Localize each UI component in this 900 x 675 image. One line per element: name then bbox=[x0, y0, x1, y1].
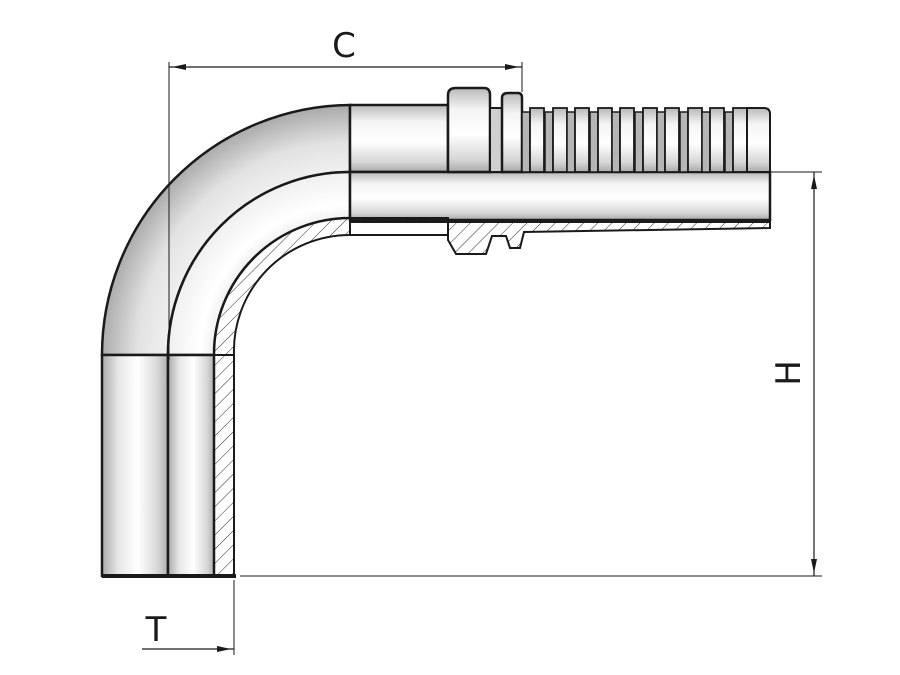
rib bbox=[732, 107, 748, 173]
dimension-t-label: T bbox=[145, 610, 167, 650]
dimension-h-label: H bbox=[769, 360, 809, 386]
rib bbox=[552, 107, 568, 173]
elbow-bend bbox=[100, 103, 352, 357]
rib bbox=[597, 107, 613, 173]
rib-groove bbox=[611, 111, 621, 173]
rib-groove bbox=[521, 111, 531, 173]
horizontal-leg bbox=[348, 103, 772, 255]
rib-groove bbox=[656, 111, 666, 173]
ribbed-tail bbox=[521, 107, 771, 173]
rib-groove bbox=[566, 111, 576, 173]
rib bbox=[664, 107, 680, 173]
collar-ring bbox=[446, 86, 524, 174]
tail-tip bbox=[746, 107, 771, 173]
rib-groove bbox=[589, 111, 599, 173]
rib bbox=[574, 107, 590, 173]
rib bbox=[619, 107, 635, 173]
dimension-c-label: C bbox=[332, 26, 356, 66]
rib bbox=[687, 107, 703, 173]
rib-groove bbox=[701, 111, 711, 173]
rib bbox=[642, 107, 658, 173]
rib bbox=[529, 107, 545, 173]
vertical-leg bbox=[100, 353, 236, 578]
rib-groove bbox=[679, 111, 689, 173]
rib-groove bbox=[634, 111, 644, 173]
rib-groove bbox=[724, 111, 734, 173]
rib bbox=[709, 107, 725, 173]
dimension-t: T bbox=[142, 580, 235, 655]
rib-groove bbox=[544, 111, 554, 173]
dimension-h: H bbox=[240, 171, 822, 577]
dimension-c: C bbox=[168, 26, 523, 360]
